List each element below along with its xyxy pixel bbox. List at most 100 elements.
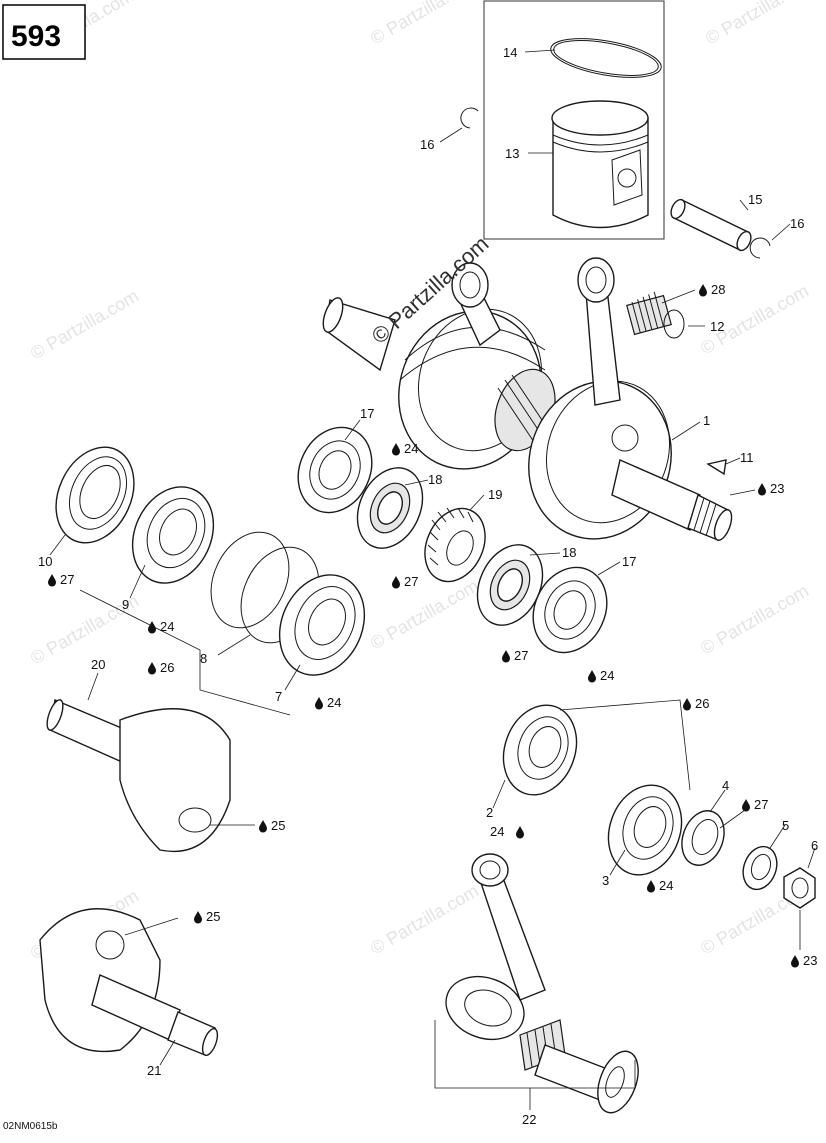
watermark-text: © Partzilla.com [702,0,817,48]
oil-drop-icon [148,662,156,675]
drive-gear [424,507,486,583]
callout-15: 15 [748,192,762,207]
oil-drop-icon [791,955,799,968]
oil-drop-icon [742,799,750,812]
page-number-box: 593 [2,4,86,60]
assembly-bracket [79,589,291,716]
callout-28: 28 [711,282,725,297]
oil-drop-icon [588,670,596,683]
callout-21: 21 [147,1063,161,1078]
callout-27: 27 [404,574,418,589]
oil-drop-icon [194,911,202,924]
watermark-text: © Partzilla.com [367,575,482,653]
callout-5: 5 [782,818,789,833]
oil-drop-icon [683,698,691,711]
page-number: 593 [11,20,61,53]
callout-23: 23 [803,953,817,968]
connecting-rod-22 [445,853,639,1114]
callout-24: 24 [160,619,174,634]
callout-27: 27 [60,572,74,587]
callout-17: 17 [622,554,636,569]
callout-19: 19 [488,487,502,502]
roller-bearing-7 [278,574,366,676]
watermark-text: © Partzilla.com [367,0,482,48]
oil-drop-icon [647,880,655,893]
callout-7: 7 [275,689,282,704]
callout-18: 18 [428,472,442,487]
seal-18b [476,544,544,626]
oil-drop-icon [502,650,510,663]
crankshaft-assembly [322,257,733,541]
callout-25: 25 [271,818,285,833]
callout-24: 24 [490,824,504,839]
ball-bearing-17b [532,566,608,654]
callout-17: 17 [360,406,374,421]
oil-drop-icon [699,284,707,297]
leader-lines [49,49,816,1066]
oil-drop-icon [315,697,323,710]
crank-half-20 [46,699,231,853]
piston-ring [550,38,662,78]
callout-22: 22 [522,1112,536,1127]
ball-bearing-9 [131,486,215,584]
callout-11: 11 [740,450,754,465]
callout-8: 8 [200,651,207,666]
ball-bearing-17a [297,426,373,514]
nut-6 [783,867,816,909]
callout-25: 25 [206,909,220,924]
circlip-lower [749,237,771,259]
watermark-text: © Partzilla.com [697,580,812,658]
watermark-text: © Partzilla.com [27,285,142,363]
circlip-upper [460,107,479,129]
piston-kit-frame [483,0,665,240]
callout-20: 20 [91,657,105,672]
callout-1: 1 [703,413,710,428]
callout-2: 2 [486,805,493,820]
callout-10: 10 [38,554,52,569]
callout-23: 23 [770,481,784,496]
callout-13: 13 [505,146,519,161]
callout-18: 18 [562,545,576,560]
oil-drop-icon [516,826,524,839]
needle-bearing [626,291,672,336]
oil-drop-icon [392,443,400,456]
callout-16: 16 [790,216,804,231]
callout-4: 4 [722,778,729,793]
oil-drop-icon [758,483,766,496]
piston [551,100,649,229]
callout-27: 27 [754,797,768,812]
thrust-ring [663,309,685,339]
washer-5 [742,845,778,891]
ball-bearing-2 [502,704,578,796]
callout-24: 24 [659,878,673,893]
oil-drop-icon [148,621,156,634]
oil-drop-icon [392,576,400,589]
conrod-kit-bracket [434,1020,636,1089]
callout-12: 12 [710,319,724,334]
callout-27: 27 [514,648,528,663]
callout-14: 14 [503,45,517,60]
oil-drop-icon [48,574,56,587]
callout-6: 6 [811,838,818,853]
callout-26: 26 [695,696,709,711]
watermark-text: © Partzilla.com [367,880,482,958]
oil-drop-icon [259,820,267,833]
callout-24: 24 [600,668,614,683]
ball-bearing-3 [607,784,683,876]
callout-26: 26 [160,660,174,675]
callout-24: 24 [404,441,418,456]
piston-pin [670,198,752,252]
seal-18a [356,467,424,549]
woodruff-key [706,459,727,476]
callout-9: 9 [122,597,129,612]
callout-16: 16 [420,137,434,152]
callout-3: 3 [602,873,609,888]
callout-labels: 14 13 16 15 16 28 12 1 11 23 17 24 18 19… [38,45,818,1127]
seal-4 [681,810,725,866]
drawing-code: 02NM0615b [3,1121,58,1132]
crank-half-21 [39,908,219,1057]
oil-seal-10 [55,446,135,544]
assembly-bracket [559,699,691,791]
callout-24: 24 [327,695,341,710]
